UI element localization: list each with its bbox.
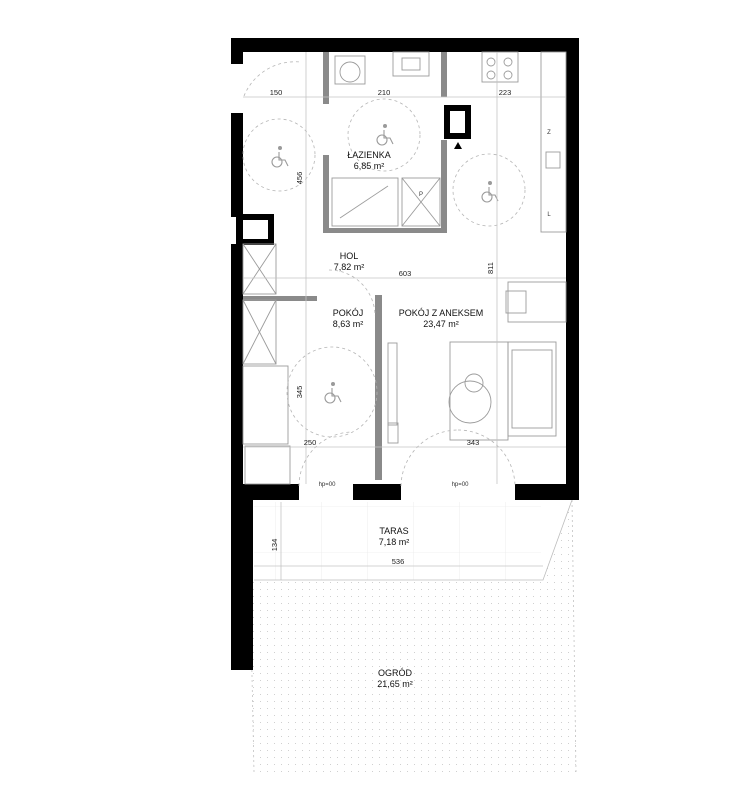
appliance-mark-l: L	[547, 212, 551, 218]
room-area-pokoj-aneks: 23,47 m²	[423, 319, 459, 329]
threshold-mark: hp=00	[452, 482, 470, 488]
dimension-lines	[243, 52, 566, 580]
dim-603: 603	[399, 269, 412, 278]
room-name-hol: HOL	[340, 251, 359, 261]
dim-345: 345	[295, 386, 304, 399]
terrace-area	[254, 499, 573, 581]
shafts	[236, 105, 471, 245]
room-name-ogrod: OGRÓD	[378, 668, 413, 678]
dim-811: 811	[486, 262, 495, 274]
dim-210: 210	[378, 88, 391, 97]
dim-343: 343	[467, 438, 480, 447]
dim-536: 536	[392, 557, 405, 566]
dim-134: 134	[270, 539, 279, 552]
appliance-mark-z: Z	[547, 130, 551, 136]
room-name-lazienka: ŁAZIENKA	[347, 150, 391, 160]
threshold-mark: hp=00	[319, 482, 337, 488]
room-name-pokoj-aneks: POKÓJ Z ANEKSEM	[399, 308, 484, 318]
wheelchair-icon	[271, 124, 499, 404]
room-area-lazienka: 6,85 m²	[354, 161, 385, 171]
dim-223: 223	[499, 88, 512, 97]
room-area-hol: 7,82 m²	[334, 262, 365, 272]
fixtures	[242, 51, 567, 485]
partitions	[243, 52, 447, 480]
room-name-pokoj: POKÓJ	[333, 308, 364, 318]
dim-250: 250	[304, 438, 317, 447]
room-area-pokoj: 8,63 m²	[333, 319, 364, 329]
room-name-taras: TARAS	[379, 526, 408, 536]
room-area-ogrod: 21,65 m²	[377, 679, 413, 689]
turning-circles	[242, 61, 526, 487]
dim-150: 150	[270, 88, 283, 97]
appliance-mark-p: P	[419, 192, 423, 198]
dim-456: 456	[295, 172, 304, 185]
room-area-taras: 7,18 m²	[379, 537, 410, 547]
exterior-walls	[231, 38, 579, 670]
garden-area	[249, 499, 577, 773]
